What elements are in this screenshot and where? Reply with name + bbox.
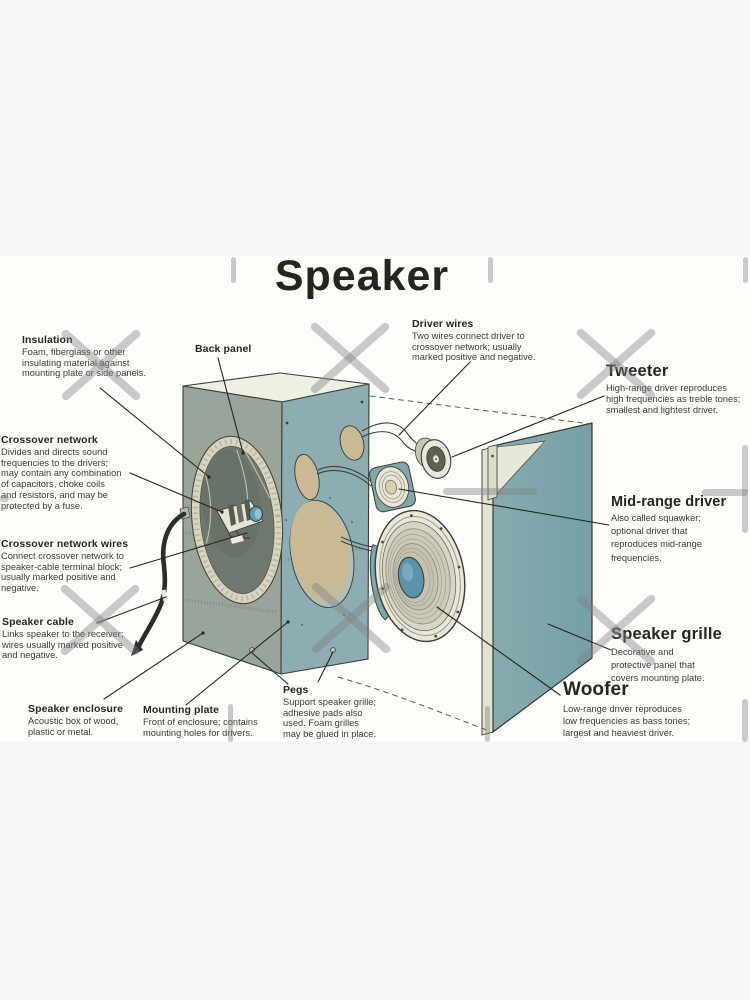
label-back-panel: Back panel [195,343,251,356]
label-text-line: Also called squawker; [611,513,701,523]
label-speaker-grille: Speaker grille Decorative and protective … [611,625,722,686]
label-text-line: reproduces mid-range [611,539,702,550]
label-text-line: protected by a fuse. [1,500,83,511]
label-text-line: High-range driver reproduces [606,383,727,393]
label-woofer-heading: Woofer [563,679,629,700]
label-text-line: mounting holes for drivers. [143,727,253,738]
label-mid-range-driver-heading: Mid-range driver [611,494,727,510]
mid-range-driver-illustration [369,461,416,513]
label-text-line: largest and heaviest driver. [563,728,675,738]
label-mounting-plate-heading: Mounting plate [143,704,220,716]
watermark-plus-fragment [742,445,748,533]
label-crossover-network: Crossover network Divides and directs so… [1,434,121,511]
label-text-line: Divides and directs sound [1,447,108,457]
label-text-line: frequencies. [611,552,662,563]
label-text-line: optional driver that [611,526,688,537]
watermark-x [310,581,392,655]
speaker-grille-illustration [481,422,593,736]
watermark-plus-fragment [0,495,9,502]
label-driver-wires-heading: Driver wires [412,318,474,330]
label-text-line: low frequencies as bass tones; [563,716,691,726]
label-text-line: speaker-cable terminal block; [1,561,122,572]
label-mid-range-driver: Mid-range driver Also called squawker; op… [611,494,726,565]
label-text-line: Foam, fiberglass or other [22,347,126,357]
label-text-line: used. Foam grilles [283,718,359,729]
watermark-tick [743,257,748,283]
label-text-line: Front of enclosure; contains [143,717,258,727]
watermark-x [309,321,391,395]
label-text-line: Acoustic box of wood, [28,716,119,726]
label-crossover-network-wires-heading: Crossover network wires [1,538,129,550]
label-text-line: and negative. [2,650,58,661]
label-text-line: of capacitors, choke coils [1,479,105,490]
watermark-tick [231,257,236,283]
label-text-line: covers mounting plate. [611,673,705,684]
watermark-plus-fragment [702,489,748,496]
label-text-line: Connect crossover network to [1,551,124,561]
label-text-line: negative. [1,583,39,594]
label-text-line: may contain any combination [1,468,122,479]
label-text-line: protective panel that [611,660,695,671]
tweeter-illustration [414,437,452,479]
label-back-panel-heading: Back panel [195,343,252,355]
label-speaker-cable: Speaker cable Links speaker to the recei… [2,616,123,661]
watermark-x [575,593,657,667]
mounting-plate-holes [285,400,365,626]
woofer-illustration [369,509,466,643]
label-speaker-grille-heading: Speaker grille [611,625,723,643]
label-speaker-enclosure: Speaker enclosure Acoustic box of wood,p… [28,703,123,737]
label-text-line: Links speaker to the receiver; [2,629,124,639]
label-text-line: high frequencies as treble tones; [606,394,741,404]
leader-endpoint-dots [201,451,290,635]
label-text-line: marked positive and negative. [412,352,536,363]
label-text-line: and resistors, and may be [1,489,108,500]
label-speaker-cable-heading: Speaker cable [2,616,74,628]
watermark-tick [228,704,233,742]
label-text-line: adhesive pads also [283,707,363,718]
speaker-cable-illustration [131,506,191,656]
label-text-line: insulating material against [22,357,130,368]
label-driver-wires: Driver wires Two wires connect driver to… [412,318,536,363]
watermark-x [60,328,142,402]
label-text-line: wires usually marked positive [2,639,123,650]
label-mounting-plate: Mounting plate Front of enclosure; conta… [143,704,258,738]
woofer-rim-screws [381,514,461,638]
pegs-illustration [249,647,336,653]
label-tweeter-heading: Tweeter [606,362,669,380]
leader-lines [96,357,612,706]
label-text-line: plastic or metal. [28,726,94,737]
label-crossover-network-heading: Crossover network [1,434,98,446]
label-text-line: mounting plate or side panels. [22,368,147,379]
label-woofer: Woofer Low-range driver reproduces low fr… [563,679,690,739]
label-pegs: Pegs Support speaker grille;adhesive pad… [283,684,376,740]
watermark-x [575,327,657,401]
alignment-dashed-lines [337,395,592,732]
label-text-line: crossover network; usually [412,341,522,352]
watermark-tick [488,257,493,283]
watermark-tick [742,699,748,742]
label-text-line: frequencies to the drivers; [1,457,108,468]
label-text-line: usually marked positive and [1,572,116,583]
label-text-line: Decorative and [611,647,674,657]
label-text-line: may be glued in place. [283,729,377,740]
label-speaker-enclosure-heading: Speaker enclosure [28,703,124,715]
watermark-tick [485,706,490,742]
page-title: Speaker [274,252,450,300]
label-crossover-network-wires: Crossover network wires Connect crossove… [1,538,128,594]
watermark-plus-fragment [443,488,537,495]
label-pegs-heading: Pegs [283,684,309,696]
label-text-line: Two wires connect driver to [412,331,525,341]
label-text-line: Low-range driver reproduces [563,704,682,714]
watermark-x [59,583,141,657]
label-insulation-heading: Insulation [22,334,73,346]
label-text-line: smallest and lightest driver. [606,405,719,415]
label-text-line: Support speaker grille; [283,697,377,707]
crossover-network-device [216,499,264,545]
